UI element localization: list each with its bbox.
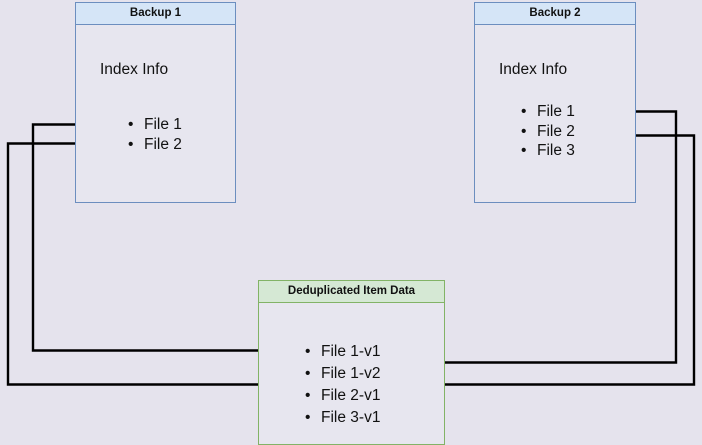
deduplicated-item-list: File 1-v1 File 1-v2 File 2-v1 File 3-v1 — [305, 341, 380, 429]
backup2-file-label: File 1 — [537, 103, 575, 120]
dedup-item-label: File 1-v1 — [321, 343, 381, 360]
backup2-box[interactable]: Backup 2 Index Info File 1 File 2 File 3 — [474, 2, 636, 203]
deduplicated-item-data-body: File 1-v1 File 1-v2 File 2-v1 File 3-v1 — [259, 303, 444, 444]
dedup-item-label: File 1-v2 — [321, 365, 381, 382]
dedup-item-label: File 3-v1 — [321, 409, 381, 426]
backup2-file-list: File 1 File 2 File 3 — [521, 102, 575, 161]
list-item[interactable]: File 1 — [521, 102, 575, 122]
backup1-index-info-label: Index Info — [100, 61, 169, 78]
deduplicated-item-data-header-label: Deduplicated Item Data — [259, 281, 444, 303]
backup2-body: Index Info File 1 File 2 File 3 — [475, 25, 635, 202]
backup1-box[interactable]: Backup 1 Index Info File 1 File 2 — [75, 2, 236, 203]
backup1-file-label: File 2 — [144, 135, 182, 153]
list-item[interactable]: File 1-v2 — [305, 363, 380, 385]
list-item[interactable]: File 2 — [521, 122, 575, 142]
dedup-item-label: File 2-v1 — [321, 387, 381, 404]
backup1-file-list: File 1 File 2 — [128, 115, 182, 154]
list-item[interactable]: File 3-v1 — [305, 407, 380, 429]
deduplicated-item-data-box[interactable]: Deduplicated Item Data File 1-v1 File 1-… — [258, 280, 445, 445]
list-item[interactable]: File 1 — [128, 115, 182, 135]
backup1-file-label: File 1 — [144, 116, 182, 133]
list-item[interactable]: File 2-v1 — [305, 385, 380, 407]
backup1-body: Index Info File 1 File 2 — [76, 25, 235, 202]
backup2-file-label: File 2 — [537, 122, 575, 140]
list-item[interactable]: File 1-v1 — [305, 341, 380, 363]
list-item[interactable]: File 2 — [128, 135, 182, 155]
list-item[interactable]: File 3 — [521, 141, 575, 161]
backup1-header-label: Backup 1 — [76, 3, 235, 25]
backup2-header-label: Backup 2 — [475, 3, 635, 25]
backup2-file-label: File 3 — [537, 142, 575, 159]
backup2-index-info-label: Index Info — [499, 61, 568, 78]
